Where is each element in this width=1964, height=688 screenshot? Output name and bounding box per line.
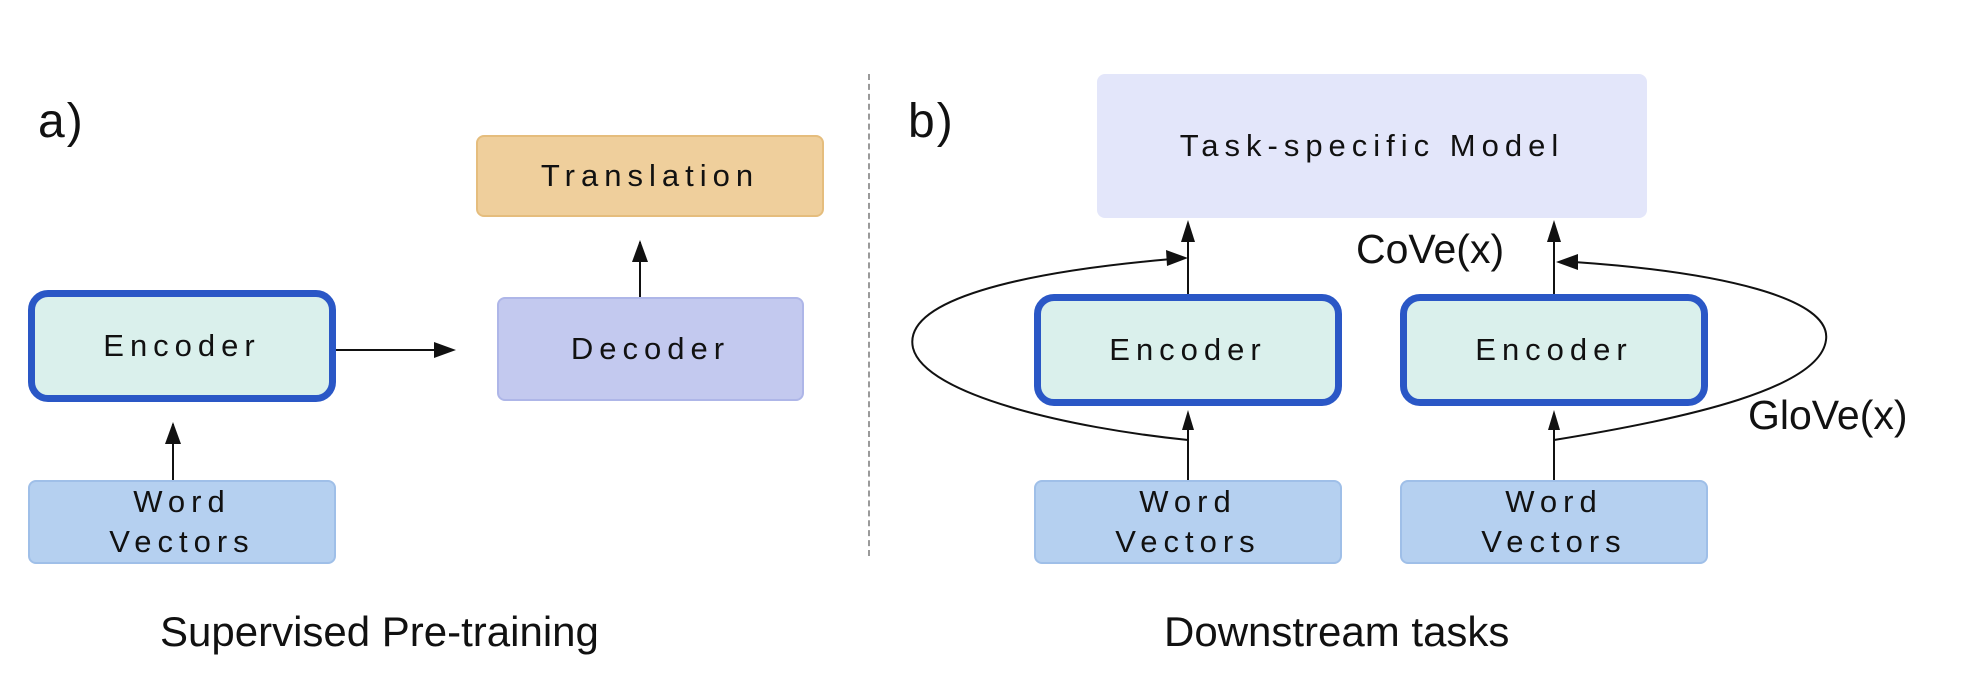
word-vectors-line1-a: Word: [133, 484, 231, 519]
encoder-label-b-right: Encoder: [1475, 332, 1633, 367]
glove-bypass-left: [911, 258, 1189, 441]
task-model-label: Task-specific Model: [1179, 128, 1565, 163]
encoder-label-b-left: Encoder: [1109, 332, 1267, 367]
decoder-label: Decoder: [570, 331, 731, 366]
glove-label: GloVe(x): [1748, 392, 1908, 438]
encoder-box-b-right: Encoder: [1400, 294, 1708, 406]
encoder-label-a: Encoder: [103, 328, 261, 363]
decoder-box: Decoder: [497, 297, 804, 401]
panel-divider: [868, 74, 870, 556]
encoder-box-b-left: Encoder: [1034, 294, 1342, 406]
panel-label-a: a): [38, 95, 85, 148]
word-vectors-line2-a: Vectors: [109, 524, 255, 559]
word-vectors-line1-b-left: Word: [1139, 484, 1237, 519]
translation-label: Translation: [540, 158, 760, 193]
word-vectors-line1-b-right: Word: [1505, 484, 1603, 519]
word-vectors-box-b-left: Word Vectors: [1034, 480, 1342, 564]
caption-b: Downstream tasks: [1164, 608, 1510, 655]
word-vectors-line2-b-left: Vectors: [1115, 524, 1261, 559]
panel-label-b: b): [908, 95, 955, 148]
word-vectors-line2-b-right: Vectors: [1481, 524, 1627, 559]
cove-label: CoVe(x): [1356, 226, 1505, 272]
caption-a: Supervised Pre-training: [160, 608, 599, 655]
task-model-box: Task-specific Model: [1097, 74, 1647, 218]
encoder-box-a: Encoder: [28, 290, 336, 402]
word-vectors-box-a: Word Vectors: [28, 480, 336, 564]
translation-box: Translation: [476, 135, 824, 217]
glove-bypass-right: [1553, 261, 1828, 441]
word-vectors-box-b-right: Word Vectors: [1400, 480, 1708, 564]
